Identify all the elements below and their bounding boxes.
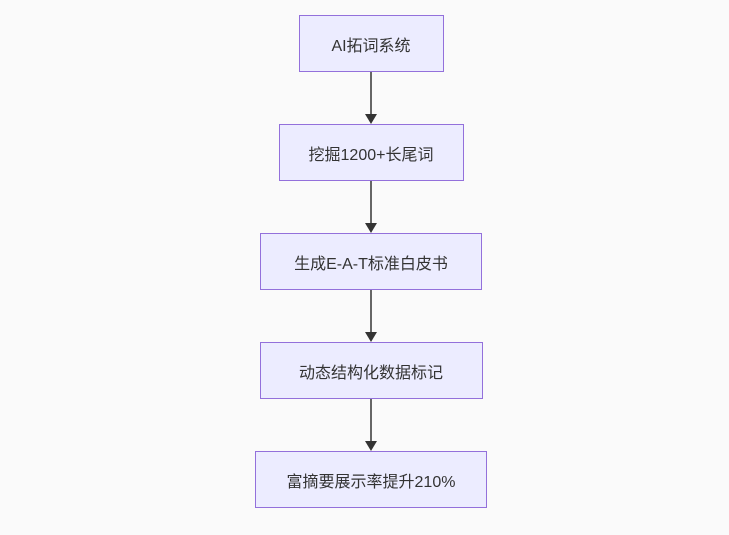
- arrow-down-icon: [365, 441, 377, 451]
- edge-line: [370, 72, 372, 114]
- flowchart: AI拓词系统 挖掘1200+长尾词 生成E-A-T标准白皮书 动态结构化数据标记…: [0, 15, 729, 508]
- flow-node-label: 生成E-A-T标准白皮书: [294, 255, 448, 273]
- flow-node-dynamic-structured-data-markup: 动态结构化数据标记: [259, 342, 483, 399]
- flow-node-ai-word-expansion-system: AI拓词系统: [298, 15, 444, 72]
- flow-edge-2: [365, 181, 377, 233]
- flow-node-label: 挖掘1200+长尾词: [308, 146, 434, 164]
- edge-line: [370, 399, 372, 441]
- flow-edge-1: [365, 72, 377, 124]
- flow-node-label: 富摘要展示率提升210%: [286, 473, 456, 491]
- edge-line: [370, 290, 372, 332]
- flow-node-mine-longtail-keywords: 挖掘1200+长尾词: [278, 124, 464, 181]
- flow-node-generate-eat-whitepaper: 生成E-A-T标准白皮书: [260, 233, 482, 290]
- flow-edge-3: [365, 290, 377, 342]
- edge-line: [370, 181, 372, 223]
- flow-edge-4: [365, 399, 377, 451]
- flow-node-label: 动态结构化数据标记: [298, 364, 443, 382]
- flow-node-rich-snippet-rate-increase: 富摘要展示率提升210%: [255, 451, 487, 508]
- arrow-down-icon: [365, 223, 377, 233]
- arrow-down-icon: [365, 332, 377, 342]
- flow-node-label: AI拓词系统: [331, 37, 411, 55]
- arrow-down-icon: [365, 114, 377, 124]
